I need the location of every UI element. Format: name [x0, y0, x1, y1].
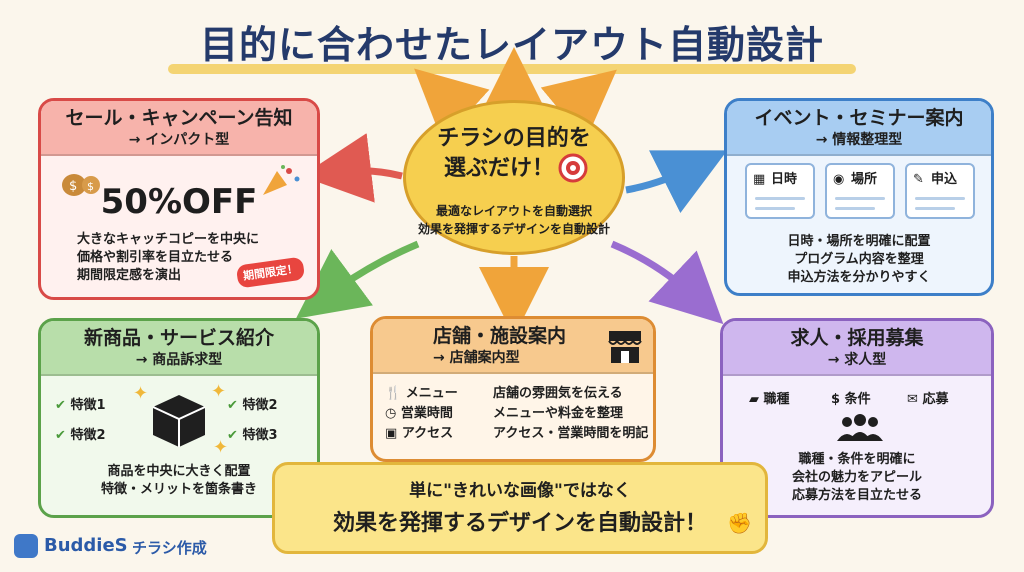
arrow-up-right	[540, 69, 617, 142]
sparkle-icon: ✦	[133, 383, 149, 404]
product-line-2: 特徴・メリットを箇条書き	[100, 482, 257, 497]
event-card: イベント・セミナー案内 → 情報整理型 ▦ 日時 ◉ 場所 ✎ 申込 日時・場所…	[724, 98, 994, 296]
briefcase-icon: ▰	[749, 392, 759, 407]
job-card: 求人・採用募集 → 求人型 ▰ 職種 $ 条件 ✉ 応募 職種・条件を明確に 会…	[720, 318, 994, 518]
shop-title: 店舗・施設案内	[433, 325, 567, 347]
event-title: イベント・セミナー案内	[754, 107, 964, 129]
shop-header: 店舗・施設案内 → 店舗案内型	[373, 319, 653, 374]
product-line-1: 商品を中央に大きく配置	[107, 464, 251, 479]
check-icon: ✔	[55, 428, 66, 443]
job-subtitle: → 求人型	[827, 352, 887, 368]
feature-2-right: ✔ 特徴2	[227, 398, 278, 413]
event-line-3: 申込方法を分かりやすく	[787, 270, 931, 285]
shop-line-1: 店舗の雰囲気を伝える	[493, 386, 623, 401]
money-bag-icon: $ $	[62, 174, 100, 196]
event-line-2: プログラム内容を整理	[794, 252, 924, 267]
center-line1: チラシの目的を	[437, 126, 591, 151]
sale-big-text: 50%OFF	[100, 182, 258, 222]
storefront-icon	[608, 331, 642, 363]
event-header: イベント・セミナー案内 → 情報整理型	[727, 101, 991, 156]
svg-text:$: $	[69, 179, 77, 194]
sale-line-3: 期間限定感を演出	[77, 268, 182, 283]
limited-badge: 期間限定！	[235, 256, 306, 289]
bottom-banner: 単に"きれいな画像"ではなく 効果を発揮するデザインを自動設計！ ✊	[272, 462, 768, 554]
arrow-to-sale	[301, 133, 403, 203]
sale-header: セール・キャンペーン告知 → インパクト型	[41, 101, 317, 156]
job-header: 求人・採用募集 → 求人型	[723, 321, 991, 376]
money-bag-icon: $	[831, 392, 841, 407]
center-line2: 選ぶだけ！	[444, 156, 555, 181]
job-line-1: 職種・条件を明確に	[798, 452, 916, 467]
envelope-icon: ✉	[907, 392, 918, 407]
shop-subtitle: → 店舗案内型	[433, 350, 520, 366]
clock-icon: ◷	[385, 406, 397, 421]
event-tag-date: ▦ 日時	[745, 163, 815, 219]
arrow-up-left	[414, 68, 490, 142]
job-tag-terms: $ 条件	[831, 392, 871, 407]
shop-item-access: ▣ アクセス	[385, 426, 454, 441]
calendar-icon: ▦	[753, 172, 766, 187]
product-header: 新商品・サービス紹介 → 商品訴求型	[41, 321, 317, 376]
arrow-to-product	[295, 240, 420, 319]
sale-subtitle: → インパクト型	[128, 132, 230, 148]
center-sub2: 効果を発揮するデザインを自動設計	[417, 222, 610, 236]
flexed-arm-icon: ✊	[727, 511, 752, 535]
arrow-to-job	[610, 240, 724, 325]
check-icon: ✔	[227, 398, 238, 413]
check-icon: ✔	[55, 398, 66, 413]
feature-3: ✔ 特徴3	[227, 428, 278, 443]
check-icon: ✔	[227, 428, 238, 443]
center-sub1: 最適なレイアウトを自動選択	[435, 204, 592, 218]
job-title: 求人・採用募集	[790, 327, 924, 349]
shop-item-menu: 🍴 メニュー	[385, 386, 458, 401]
product-title: 新商品・サービス紹介	[83, 327, 274, 349]
people-icon	[837, 414, 883, 441]
sale-line-1: 大きなキャッチコピーを中央に	[77, 232, 260, 247]
job-tag-type: ▰ 職種	[749, 392, 790, 407]
event-line-1: 日時・場所を明確に配置	[787, 234, 931, 249]
shop-item-hours: ◷ 営業時間	[385, 406, 453, 421]
job-line-2: 会社の魅力をアピール	[791, 470, 922, 485]
svg-text:$: $	[87, 180, 94, 193]
shop-line-3: アクセス・営業時間を明記	[493, 426, 649, 441]
arrow-to-event	[625, 150, 728, 213]
job-line-3: 応募方法を目立たせる	[791, 488, 922, 503]
party-popper-icon	[263, 165, 300, 195]
event-subtitle: → 情報整理型	[815, 132, 903, 148]
sale-title: セール・キャンペーン告知	[65, 107, 293, 129]
map-pin-icon: ◉	[833, 172, 845, 187]
sale-line-2: 価格や割引率を目立たせる	[77, 250, 234, 265]
shop-card: 店舗・施設案内 → 店舗案内型 🍴 メニュー ◷ 営業時間 ▣ アクセス 店舗の…	[370, 316, 656, 462]
sparkle-icon: ✦	[211, 381, 227, 402]
banner-line-1: 単に"きれいな画像"ではなく	[409, 481, 631, 501]
event-tag-apply: ✎ 申込	[905, 163, 975, 219]
brand-logo-icon	[14, 534, 38, 558]
sparkle-icon: ✦	[213, 437, 229, 458]
product-subtitle: → 商品訴求型	[135, 352, 223, 368]
pencil-note-icon: ✎	[913, 172, 924, 187]
event-tag-place: ◉ 場所	[825, 163, 895, 219]
feature-1: ✔ 特徴1	[55, 398, 106, 413]
banner-line-2: 効果を発揮するデザインを自動設計！	[332, 511, 707, 536]
box-icon	[152, 395, 206, 447]
utensils-icon: 🍴	[385, 386, 402, 401]
brand-product: チラシ作成	[132, 539, 207, 557]
sale-card: セール・キャンペーン告知 → インパクト型 $ $ 50%OFF 大きなキャッチ…	[38, 98, 320, 300]
target-icon	[558, 153, 588, 183]
feature-2-left: ✔ 特徴2	[55, 428, 106, 443]
shop-line-2: メニューや料金を整理	[493, 406, 624, 421]
brand-name: BuddieS	[44, 535, 128, 556]
job-tag-apply: ✉ 応募	[907, 392, 949, 407]
car-icon: ▣	[385, 426, 398, 441]
center-bubble: チラシの目的を 選ぶだけ！ 最適なレイアウトを自動選択 効果を発揮するデザインを…	[403, 100, 625, 255]
